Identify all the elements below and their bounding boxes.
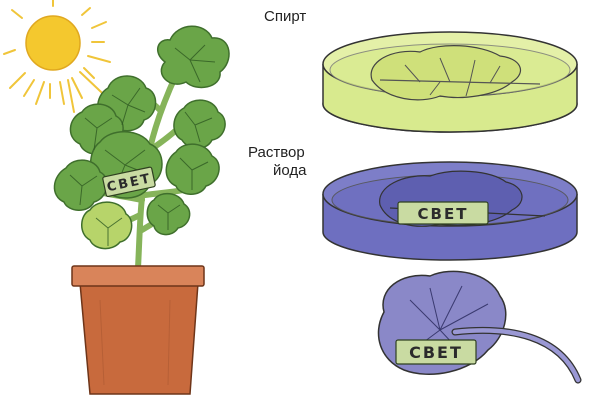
leaf xyxy=(173,99,226,149)
iodine-label-line2: йода xyxy=(273,162,307,179)
stencil-text: СВЕТ xyxy=(409,343,463,362)
leaf-icon: СВЕТ xyxy=(377,270,582,384)
potted-plant-icon: СВЕТ xyxy=(53,25,230,395)
flower-pot xyxy=(71,265,205,395)
petri-dish-icon: СВЕТ xyxy=(322,161,578,261)
petri-dish-icon xyxy=(322,31,578,133)
leaf xyxy=(81,201,133,250)
stencil-text: СВЕТ xyxy=(418,205,469,223)
iodine-label-line1: Раствор xyxy=(248,144,305,161)
sun-icon xyxy=(3,0,119,113)
alcohol-label: Спирт xyxy=(264,8,307,25)
